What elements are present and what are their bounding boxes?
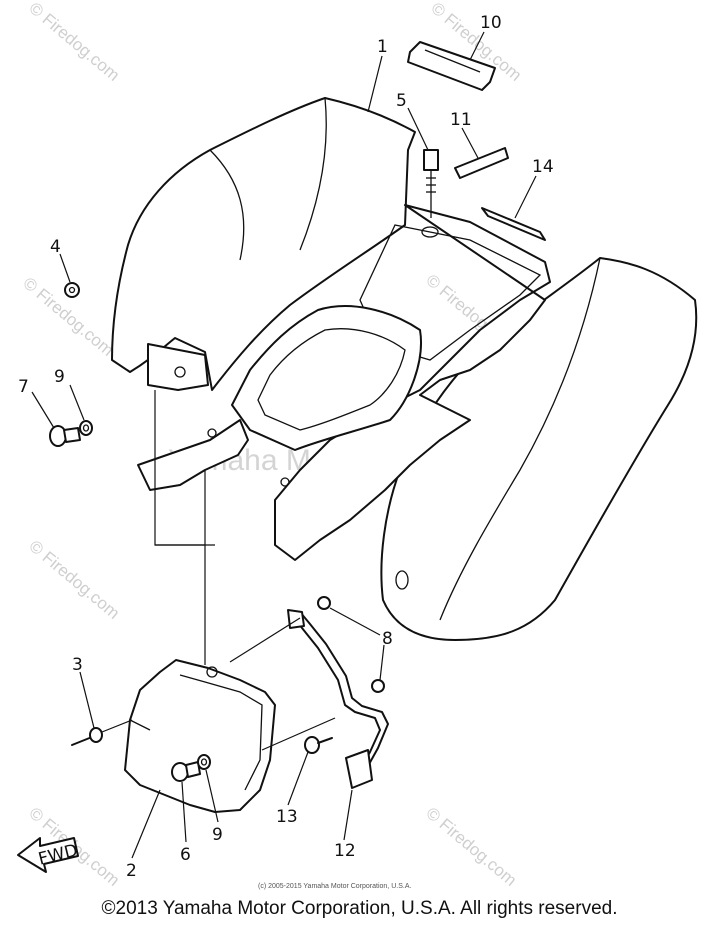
callout-9-lower: 9 [212,825,223,845]
callout-7: 7 [18,377,29,397]
leader-4 [59,253,71,283]
leader-5 [407,107,429,151]
callout-5: 5 [396,91,407,111]
fwd-arrow: FWD [17,837,80,873]
rear-fender-part-1 [111,97,698,665]
bolt-part-13 [304,736,333,754]
leader-screw-flap [101,719,133,733]
leader-9-lower [205,769,219,823]
nut-part-8-upper [317,596,331,610]
screw-part-3 [71,727,103,746]
callout-3: 3 [72,655,83,675]
seal-part-14 [481,207,546,241]
callout-11: 11 [450,110,472,130]
leader-6 [181,781,187,843]
leader-13 [287,751,309,806]
band-part-10 [407,41,496,91]
stay-part-12 [287,609,389,789]
leader-8-a [329,607,381,636]
strip-part-11 [454,147,509,179]
callout-2: 2 [126,861,137,881]
leader-3 [79,671,95,729]
callout-8: 8 [382,629,393,649]
leader-10 [469,31,485,61]
footer-copyright: ©2013 Yamaha Motor Corporation, U.S.A. A… [101,898,618,919]
bolt-part-6 [171,761,201,782]
leader-1 [367,55,383,113]
nut-part-8-lower [371,679,385,693]
washer-part-9-upper [79,420,93,436]
leader-12 [343,789,353,841]
leader-9-upper [69,384,85,421]
callout-numbers: 1 10 5 11 14 4 7 9 8 3 2 6 9 13 12 [18,13,554,881]
bolt-part-7 [49,425,81,447]
watermark-firedog: © Firedog.com [422,804,520,890]
callout-10: 10 [480,13,502,33]
leader-11 [461,127,479,159]
leader-flap-bracket [229,617,301,663]
flap-part-2 [124,659,276,813]
callout-1: 1 [377,37,388,57]
small-copyright: (c) 2005-2015 Yamaha Motor Corporation, … [258,883,411,890]
watermark-firedog: © Firedog.com [25,537,123,623]
callout-14: 14 [532,157,554,177]
callout-12: 12 [334,841,356,861]
leader-14 [514,175,537,219]
callout-4: 4 [50,237,61,257]
washer-part-9-lower [197,754,211,770]
callout-6: 6 [180,845,191,865]
leader-7 [31,391,55,429]
leader-lines [31,31,537,859]
watermark-firedog: © Firedog.com [25,0,123,85]
callout-13: 13 [276,807,298,827]
leader-8-b [379,644,385,681]
nut-part-4 [64,282,80,298]
callout-9-upper: 9 [54,367,65,387]
leader-2 [131,789,161,859]
leader-flap-bracket-2 [261,717,336,751]
cap-part-5 [423,149,439,218]
